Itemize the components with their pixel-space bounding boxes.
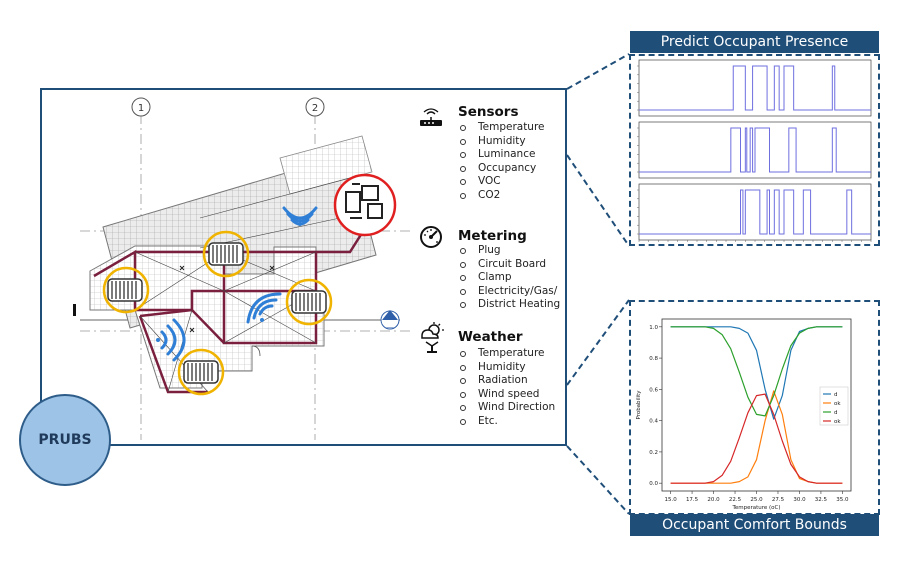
y-tick-label: 0.2 [649,450,658,456]
x-tick-label: 30.0 [793,497,806,503]
plot-area [661,318,852,492]
list-item: Humidity [458,361,555,375]
radiator-sensor-1 [102,266,150,314]
list-item: VOC [458,175,545,189]
svg-text:2: 2 [312,103,318,114]
metering-title: Metering [458,228,527,244]
level-marker: — [380,310,400,332]
list-item: Etc. [458,415,555,429]
legend-label: d [834,410,838,416]
door-symbol [251,345,261,357]
list-item: Electricity/Gas/ [458,285,560,299]
y-axis-label: Probability [636,390,642,420]
grid-bubble-1: 1 [131,97,151,117]
wifi-icon [246,292,282,324]
x-tick-label: 15.0 [664,497,677,503]
grid-bubble-2: 2 [305,97,325,117]
svg-text:1: 1 [138,103,144,114]
list-item: Circuit Board [458,258,560,272]
list-item: Clamp [458,271,560,285]
x-tick-label: 35.0 [836,497,849,503]
prubs-label: PRUBS [38,432,92,448]
comfort-chart: 15.0 17.5 20.0 22.5 25.0 27.5 30.0 32.5 35.0 0.0 0… [636,318,852,511]
list-item: Humidity [458,135,545,149]
list-item: Temperature [458,347,555,361]
presence-panel-title: Predict Occupant Presence [630,31,879,53]
radiator-sensor-2 [202,230,250,278]
legend-label: ok [834,419,841,425]
occupancy-step-line [639,127,871,173]
list-item: Plug [458,244,560,258]
x-tick-label: 25.0 [750,497,763,503]
svg-text:—: — [386,323,394,332]
series-line [670,393,843,484]
wifi-icon [156,318,186,362]
y-tick-label: 0.0 [649,481,658,487]
radiator-sensor-4 [177,348,225,396]
list-item: Luminance [458,148,545,162]
y-tick-label: 0.6 [649,387,658,393]
y-tick-label: 1.0 [649,325,658,331]
x-tick-label: 17.5 [686,497,699,503]
list-item: Wind speed [458,388,555,402]
list-item: Temperature [458,121,545,135]
x-axis-label: Temperature (oC) [731,505,780,511]
occupancy-step-line [639,65,871,111]
wifi-icon [282,206,318,226]
legend-label: d [834,392,838,398]
sensors-list: Temperature Humidity Luminance Occupancy… [458,121,545,203]
list-item: Occupancy [458,162,545,176]
occupancy-step-line [639,189,871,235]
legend-label: ok [834,401,841,407]
gauge-icon [420,226,442,248]
room-wall-north [135,232,364,254]
sensors-title: Sensors [458,104,519,120]
x-tick-label: 22.5 [729,497,742,503]
occupancy-subplot-frame [638,183,872,241]
floorplan-drawing: 1 2 — [73,97,410,440]
section-marker [73,304,76,316]
y-tick-label: 0.4 [649,419,658,425]
list-item: Radiation [458,374,555,388]
occupancy-chart [637,59,872,242]
x-tick-label: 27.5 [772,497,785,503]
series-line [670,326,843,417]
equipment-room-highlight [333,173,397,237]
list-item: CO2 [458,189,545,203]
roof-strip [279,135,373,195]
room-wall-east [222,291,318,345]
occupancy-subplot-frame [638,59,872,117]
list-item: Wind Direction [458,401,555,415]
router-icon [420,108,442,126]
list-item: District Heating [458,298,560,312]
x-tick-label: 32.5 [815,497,828,503]
y-tick-label: 0.8 [649,356,658,362]
weather-title: Weather [458,329,523,345]
x-tick-label: 20.0 [707,497,720,503]
chart-legend [819,386,849,426]
metering-list: Plug Circuit Board Clamp Electricity/Gas… [458,244,560,312]
radiator-sensor-3 [285,278,333,326]
weather-list: Temperature Humidity Radiation Wind spee… [458,347,555,429]
prubs-badge: PRUBS [19,394,111,486]
weather-station-icon [421,322,444,353]
comfort-panel-title: Occupant Comfort Bounds [630,514,879,536]
